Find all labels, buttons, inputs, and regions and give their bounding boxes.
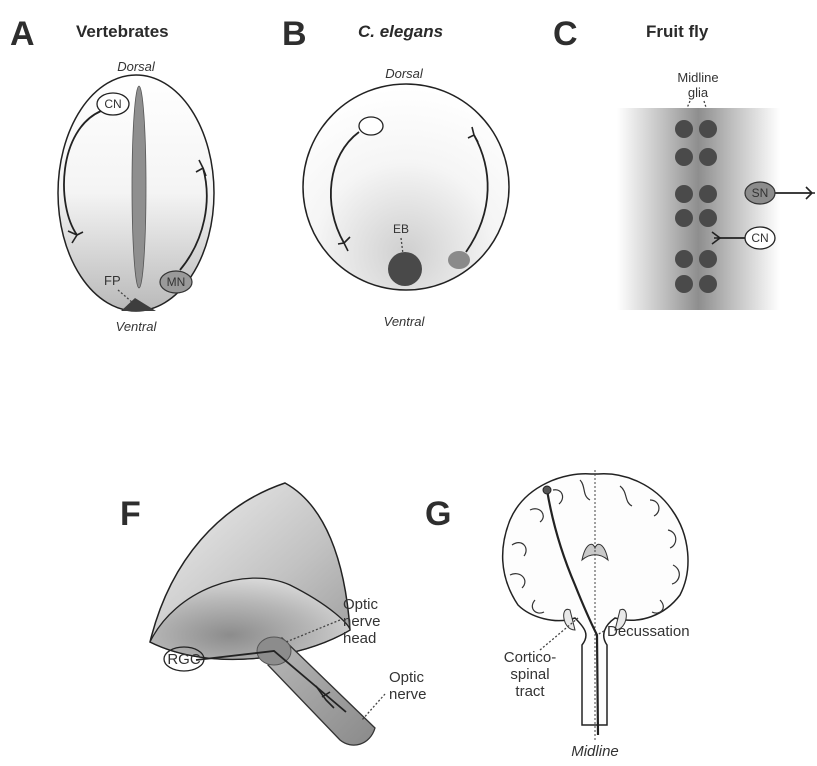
motor-cortex-neuron: [543, 486, 551, 494]
panel-a: A Vertebrates Dorsal CN MN FP Ventral: [10, 15, 214, 334]
glia-cell: [675, 185, 693, 203]
panel-g: G Decussation Cortico- spinal tract Midl…: [425, 470, 690, 760]
glia-cell: [675, 120, 693, 138]
panel-b: B C. elegans Dorsal EB Ventral: [282, 15, 509, 329]
panel-c: C Fruit fly Midline glia SN CN: [553, 15, 815, 310]
panel-g-cst-label-3: tract: [515, 683, 545, 700]
panel-g-midline-label: Midline: [571, 743, 619, 760]
glia-cell: [675, 275, 693, 293]
panel-c-midline-label-2: glia: [688, 85, 709, 100]
glia-cell: [675, 148, 693, 166]
glia-cell: [699, 209, 717, 227]
panel-f-onh-label-2: nerve: [343, 613, 381, 630]
glia-cell: [699, 120, 717, 138]
on-pointer: [362, 694, 385, 720]
panel-b-ventral-label: Ventral: [384, 314, 426, 329]
central-canal: [132, 86, 146, 288]
panel-b-title: C. elegans: [358, 22, 443, 41]
glia-cell: [699, 185, 717, 203]
excretory-body-eb: [388, 252, 422, 286]
worm-neuron-dorsal: [359, 117, 383, 135]
panel-c-cn-label: CN: [751, 231, 768, 245]
worm-neuron-ventral: [448, 251, 470, 269]
panel-g-cst-label-1: Cortico-: [504, 649, 557, 666]
panel-f-letter: F: [120, 495, 141, 533]
panel-a-dorsal-label: Dorsal: [117, 59, 156, 74]
panel-g-letter: G: [425, 495, 451, 533]
panel-c-letter: C: [553, 15, 578, 53]
panel-c-title: Fruit fly: [646, 22, 709, 41]
panel-a-title: Vertebrates: [76, 22, 169, 41]
panel-a-letter: A: [10, 15, 35, 53]
panel-c-midline-label-1: Midline: [677, 70, 718, 85]
panel-f-onh-label-3: head: [343, 630, 376, 647]
panel-a-fp-label: FP: [104, 273, 121, 288]
panel-a-ventral-label: Ventral: [116, 319, 158, 334]
glia-cell: [699, 275, 717, 293]
panel-b-dorsal-label: Dorsal: [385, 66, 424, 81]
glia-cell: [675, 250, 693, 268]
panel-g-decussation-label: Decussation: [607, 623, 690, 640]
panel-b-letter: B: [282, 15, 307, 53]
panel-f-onh-label-1: Optic: [343, 596, 379, 613]
glia-cell: [699, 148, 717, 166]
panel-f-on-label-2: nerve: [389, 686, 427, 703]
panel-a-mn-label: MN: [167, 275, 186, 289]
panel-f: F RGC Optic nerve head Optic nerve: [120, 483, 427, 745]
panel-a-cn-label: CN: [104, 97, 121, 111]
panel-f-rgc-label: RGC: [167, 651, 201, 668]
panel-g-cst-label-2: spinal: [510, 666, 549, 683]
cns-midline-region: [617, 108, 780, 310]
glia-cell: [699, 250, 717, 268]
panel-c-sn-label: SN: [752, 186, 769, 200]
glia-cell: [675, 209, 693, 227]
panel-f-on-label-1: Optic: [389, 669, 425, 686]
panel-b-eb-label: EB: [393, 222, 409, 236]
